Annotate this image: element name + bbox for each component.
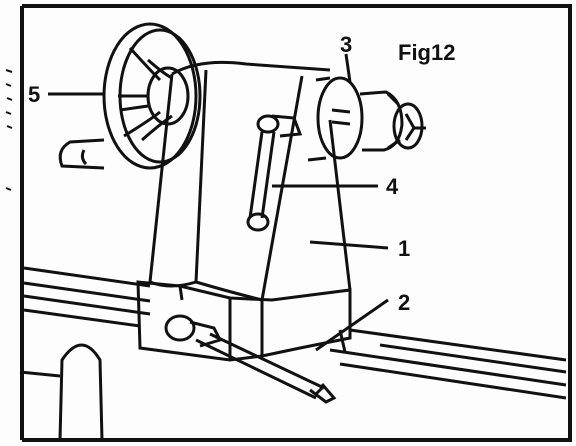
handwheel xyxy=(102,22,202,170)
callout-2: 2 xyxy=(398,290,411,315)
spindle-assembly xyxy=(307,76,426,162)
leader-2 xyxy=(315,298,389,352)
leader-3 xyxy=(344,53,352,83)
lathe-bed xyxy=(19,266,567,441)
figure-frame xyxy=(20,4,572,442)
callout-1: 1 xyxy=(398,236,411,261)
leader-1 xyxy=(309,240,389,250)
wheel-knob xyxy=(58,138,105,170)
scan-edge-marks xyxy=(5,69,13,191)
leader-lines xyxy=(48,53,389,352)
callout-3: 3 xyxy=(340,32,353,57)
figure-title: Fig12 xyxy=(398,40,456,65)
callout-4: 4 xyxy=(386,174,399,199)
locking-bolt xyxy=(164,314,337,404)
lock-handle xyxy=(246,114,303,232)
callout-5: 5 xyxy=(28,82,41,107)
headstock-base xyxy=(136,280,352,362)
